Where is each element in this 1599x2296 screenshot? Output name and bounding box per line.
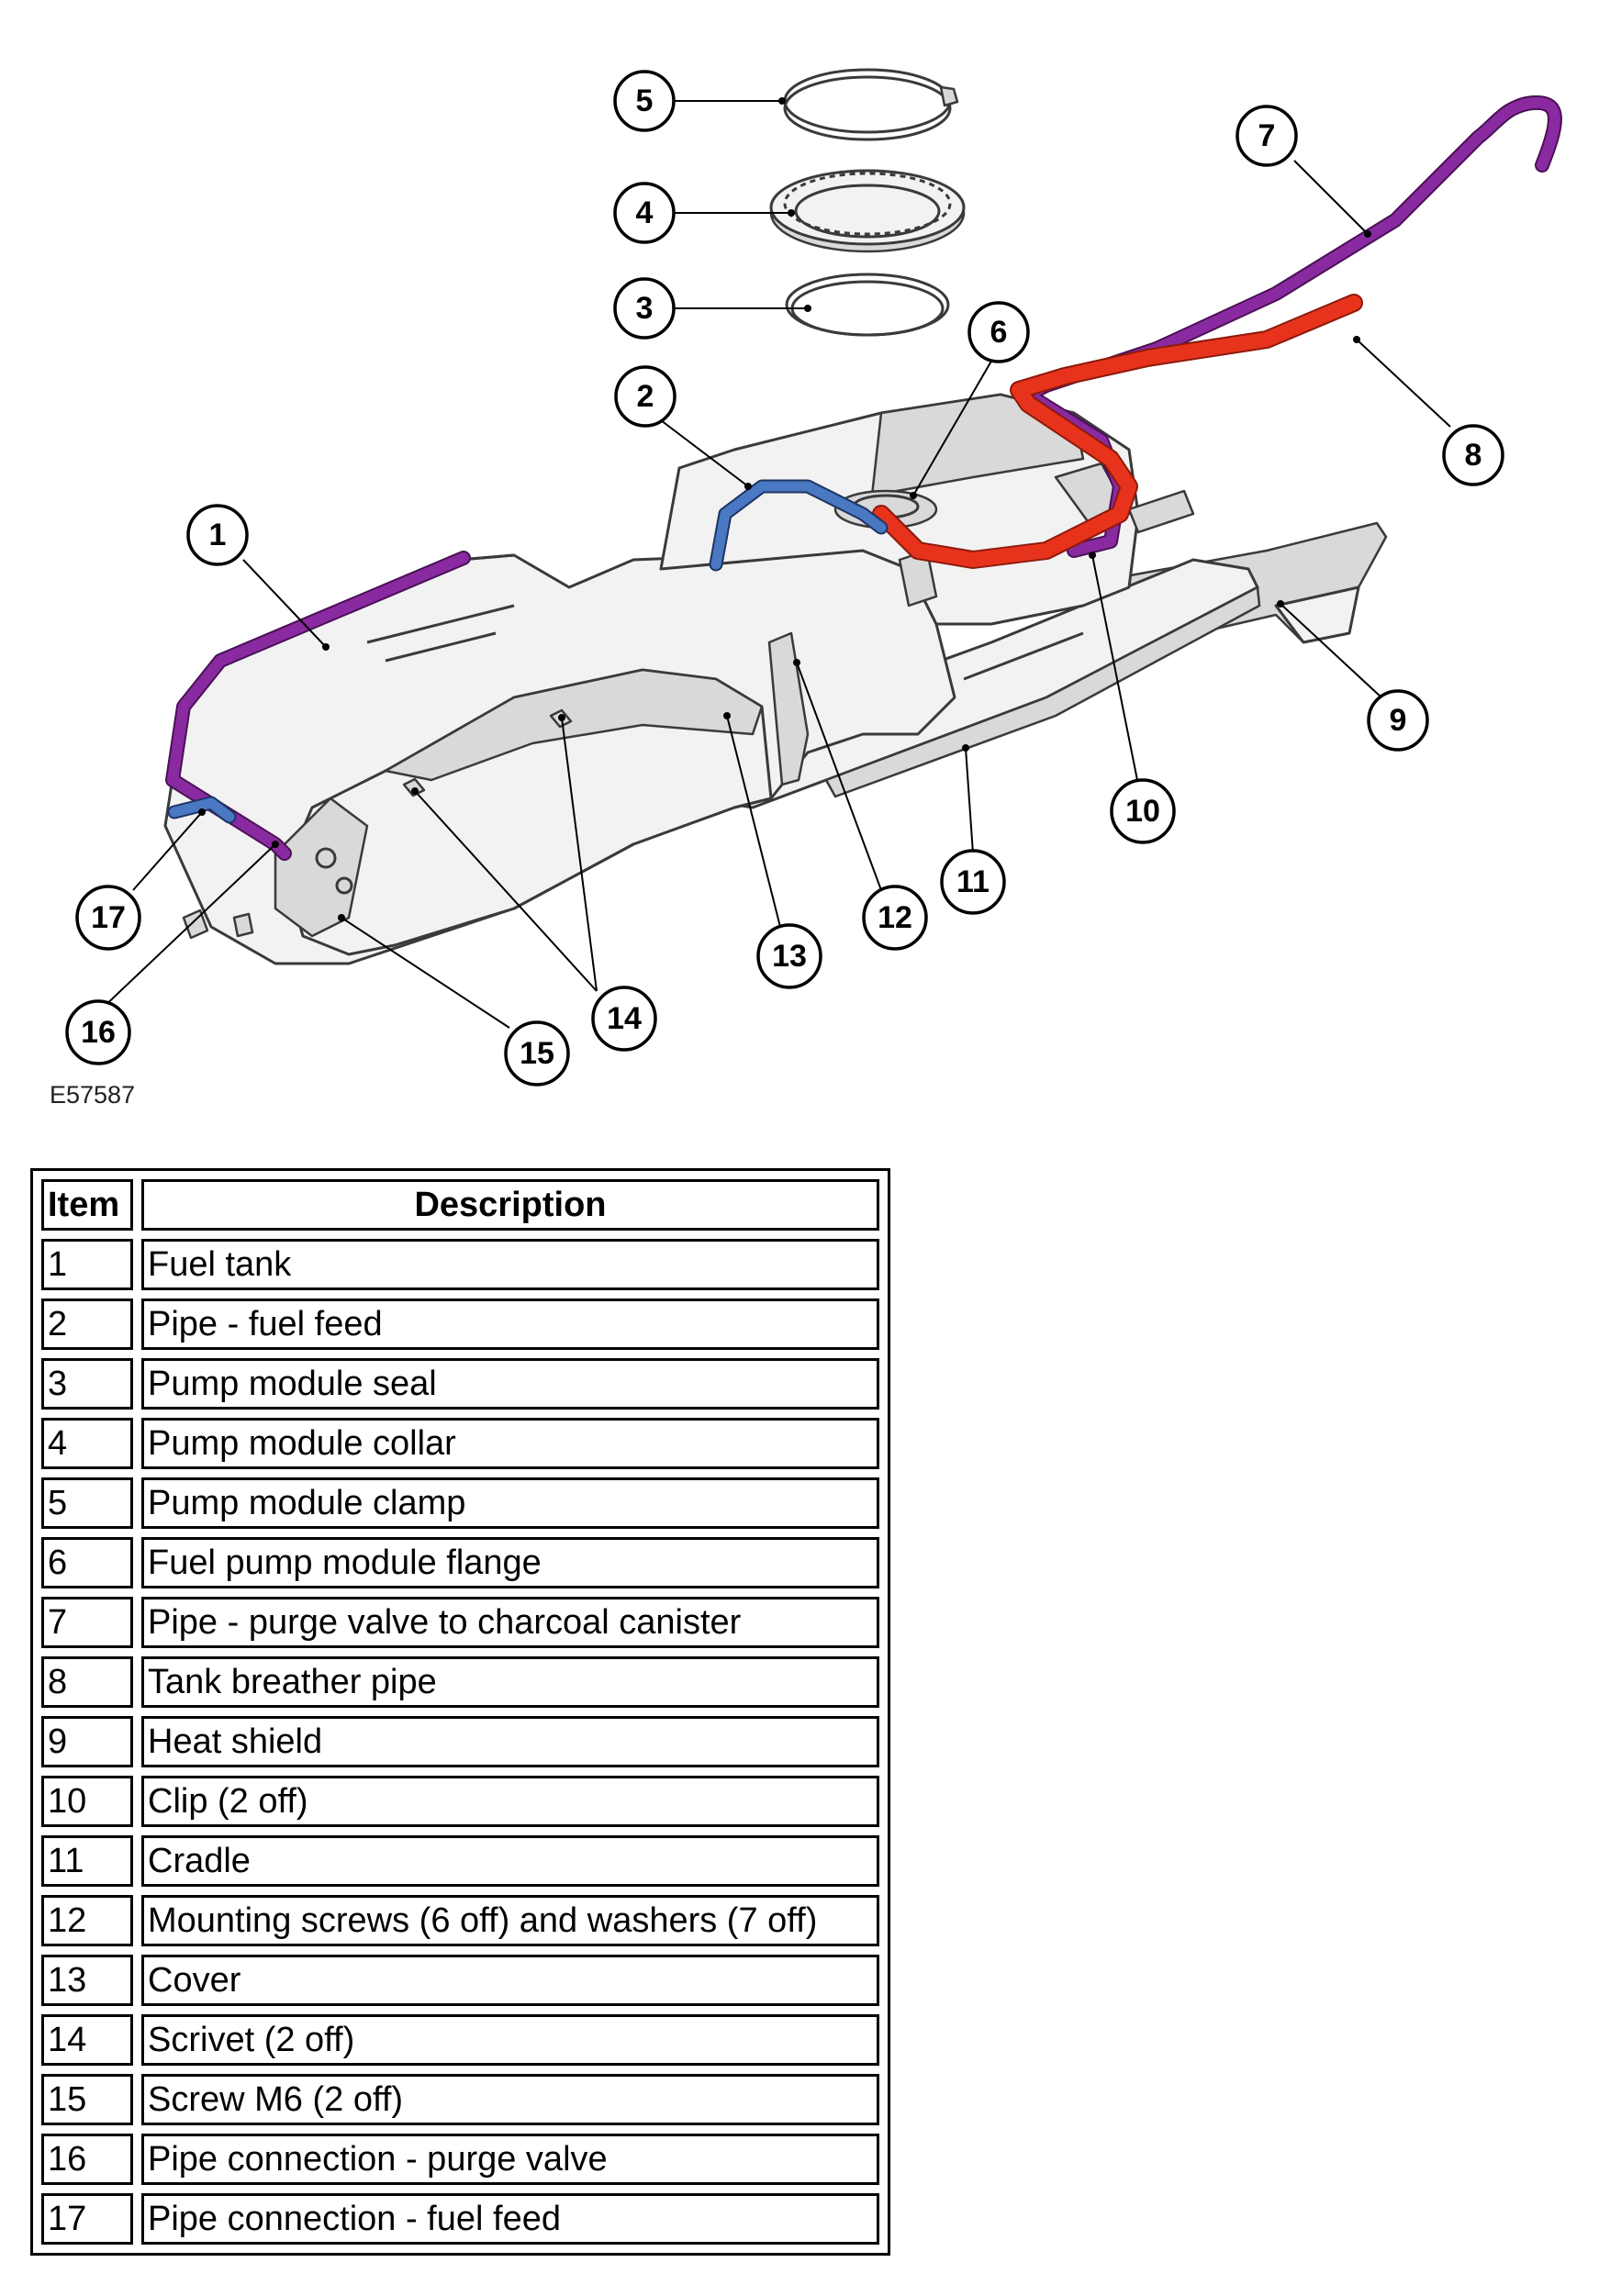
description-cell: Screw M6 (2 off) xyxy=(141,2074,879,2125)
description-cell: Cradle xyxy=(141,1835,879,1887)
svg-text:9: 9 xyxy=(1390,703,1407,738)
item-cell: 10 xyxy=(41,1776,133,1827)
svg-text:15: 15 xyxy=(520,1036,554,1071)
fuel-tank xyxy=(163,393,1195,965)
svg-text:6: 6 xyxy=(990,315,1008,350)
description-cell: Heat shield xyxy=(141,1716,879,1767)
svg-text:10: 10 xyxy=(1125,794,1160,829)
svg-text:14: 14 xyxy=(607,1001,642,1036)
header-item: Item xyxy=(41,1179,133,1231)
table-header-row: Item Description xyxy=(41,1179,879,1231)
callout-7: 7 xyxy=(1236,105,1298,167)
callout-4: 4 xyxy=(613,182,676,244)
svg-text:1: 1 xyxy=(209,518,227,552)
item-cell: 2 xyxy=(41,1298,133,1350)
header-description: Description xyxy=(141,1179,879,1231)
callout-10: 10 xyxy=(1110,778,1176,844)
callout-3: 3 xyxy=(613,277,676,340)
svg-text:13: 13 xyxy=(772,939,807,974)
description-cell: Mounting screws (6 off) and washers (7 o… xyxy=(141,1895,879,1946)
description-cell: Pipe - purge valve to charcoal canister xyxy=(141,1597,879,1648)
figure-code: E57587 xyxy=(50,1081,136,1109)
svg-text:7: 7 xyxy=(1258,118,1276,153)
svg-text:2: 2 xyxy=(637,379,654,414)
description-cell: Pipe connection - fuel feed xyxy=(141,2193,879,2245)
pump-module-collar xyxy=(769,169,966,253)
item-cell: 4 xyxy=(41,1418,133,1469)
callout-15: 15 xyxy=(504,1020,570,1087)
svg-text:3: 3 xyxy=(636,291,654,326)
pump-module-clamp xyxy=(783,68,959,141)
fuel-tank-exploded-diagram: 1 2 3 4 5 6 7 8 9 10 11 12 13 14 15 16 1… xyxy=(65,68,1562,1087)
description-cell: Clip (2 off) xyxy=(141,1776,879,1827)
item-cell: 15 xyxy=(41,2074,133,2125)
callout-11: 11 xyxy=(940,849,1006,915)
description-cell: Pump module collar xyxy=(141,1418,879,1469)
callout-16: 16 xyxy=(65,999,131,1065)
item-cell: 5 xyxy=(41,1477,133,1529)
item-cell: 8 xyxy=(41,1656,133,1708)
item-cell: 17 xyxy=(41,2193,133,2245)
description-cell: Fuel pump module flange xyxy=(141,1537,879,1588)
item-cell: 11 xyxy=(41,1835,133,1887)
description-cell: Fuel tank xyxy=(141,1239,879,1290)
callout-17: 17 xyxy=(75,885,141,951)
description-cell: Scrivet (2 off) xyxy=(141,2014,879,2066)
svg-text:4: 4 xyxy=(636,195,654,230)
description-cell: Cover xyxy=(141,1955,879,2006)
description-cell: Pump module seal xyxy=(141,1358,879,1410)
description-cell: Pipe - fuel feed xyxy=(141,1298,879,1350)
fuel-feed-pipe xyxy=(167,479,889,824)
tank-breather-pipe xyxy=(872,294,1363,569)
item-cell: 9 xyxy=(41,1716,133,1767)
leader-lines xyxy=(100,97,1451,1029)
svg-text:12: 12 xyxy=(878,900,912,935)
svg-text:5: 5 xyxy=(636,84,654,118)
item-cell: 12 xyxy=(41,1895,133,1946)
callout-1: 1 xyxy=(186,504,249,566)
svg-text:8: 8 xyxy=(1465,438,1482,473)
callout-2: 2 xyxy=(614,365,676,428)
pump-module-seal xyxy=(785,273,950,337)
callout-8: 8 xyxy=(1442,424,1504,486)
callout-6: 6 xyxy=(967,301,1030,363)
callout-13: 13 xyxy=(756,923,822,989)
description-cell: Tank breather pipe xyxy=(141,1656,879,1708)
callout-5: 5 xyxy=(613,70,676,132)
item-cell: 14 xyxy=(41,2014,133,2066)
item-cell: 13 xyxy=(41,1955,133,2006)
item-cell: 7 xyxy=(41,1597,133,1648)
description-cell: Pipe connection - purge valve xyxy=(141,2134,879,2185)
svg-text:16: 16 xyxy=(81,1015,116,1050)
svg-text:11: 11 xyxy=(956,864,990,899)
item-cell: 1 xyxy=(41,1239,133,1290)
item-cell: 16 xyxy=(41,2134,133,2185)
callout-9: 9 xyxy=(1367,689,1429,752)
item-cell: 6 xyxy=(41,1537,133,1588)
description-cell: Pump module clamp xyxy=(141,1477,879,1529)
svg-text:17: 17 xyxy=(91,900,126,935)
callout-14: 14 xyxy=(591,986,657,1052)
callout-12: 12 xyxy=(862,885,928,951)
item-cell: 3 xyxy=(41,1358,133,1410)
